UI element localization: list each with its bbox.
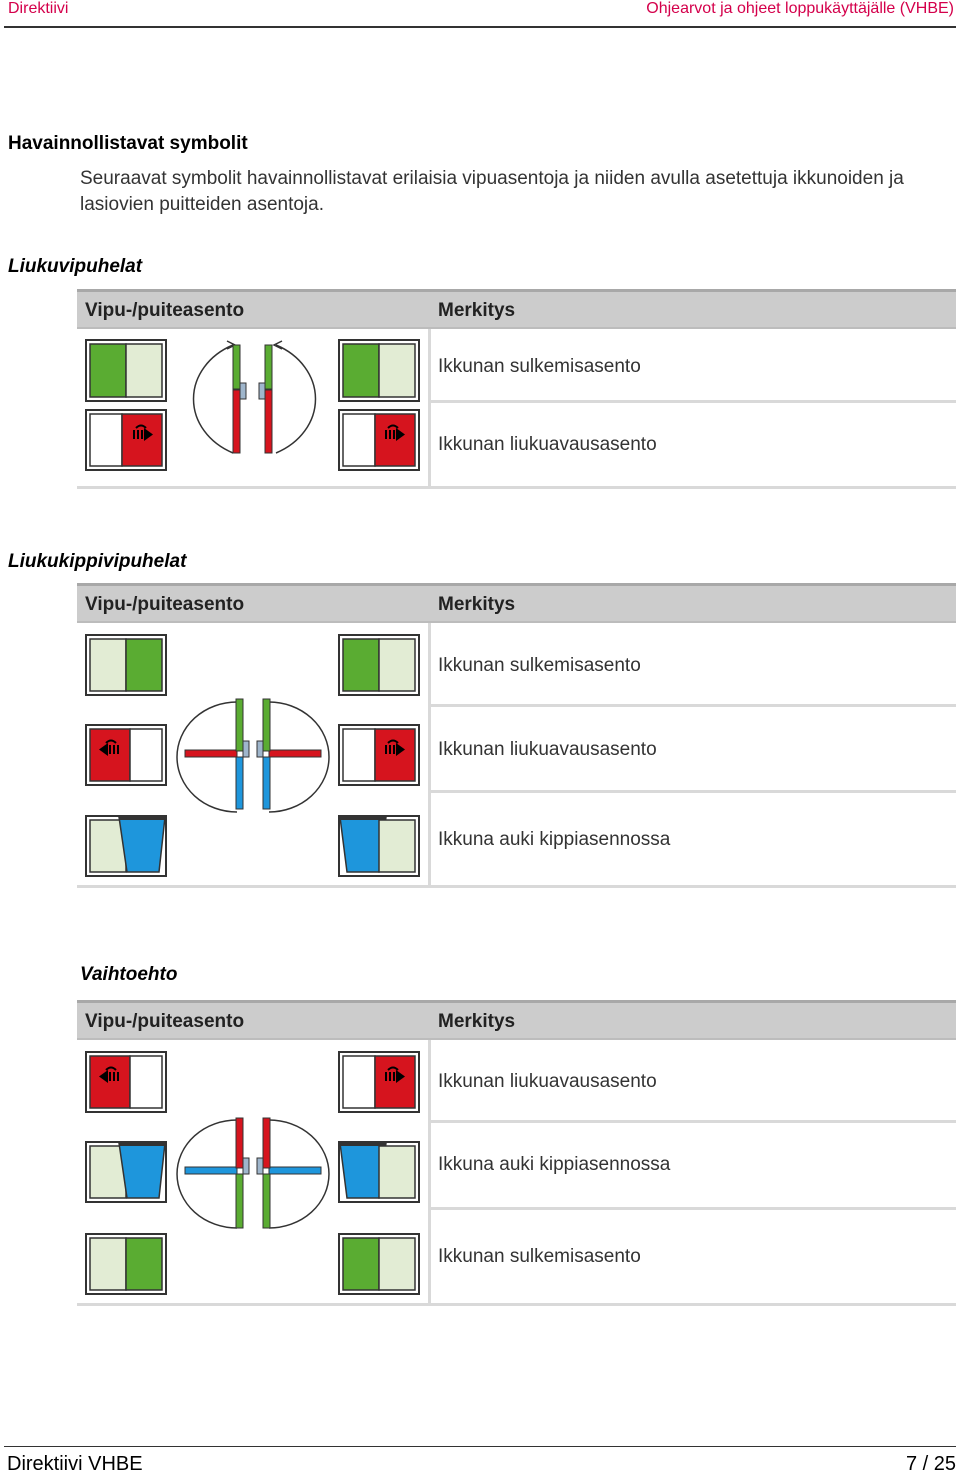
window-closed-icon [85,634,167,696]
row-divider [428,790,956,793]
row-meaning: Ikkunan liukuavausasento [438,739,657,760]
footer-divider [4,1446,956,1447]
window-sliding-icon [85,724,167,786]
section-title: Liukukippivipuhelat [8,551,187,572]
window-sliding-icon [338,1051,420,1113]
column-divider [428,329,431,487]
symbol-table: Vipu-/puiteasento Merkitys Ikkunan liuku… [77,1000,956,1308]
page-number: 7 / 25 [905,1453,956,1475]
header-divider [4,26,956,28]
col-meaning-header: Merkitys [438,300,516,321]
table-header: Vipu-/puiteasento Merkitys [77,583,956,623]
window-closed-icon [338,1233,420,1295]
row-meaning: Ikkunan liukuavausasento [438,434,657,455]
lever-rotation-icon [176,698,330,813]
row-meaning: Ikkuna auki kippiasennossa [438,1154,671,1175]
window-tilt-icon [338,815,420,877]
column-divider [428,1040,431,1305]
footer-left: Direktiivi VHBE [7,1453,143,1475]
row-divider [428,400,956,403]
col-meaning-header: Merkitys [438,1011,516,1032]
section-title: Vaihtoehto [80,964,178,985]
row-meaning: Ikkunan sulkemisasento [438,356,641,377]
table-header: Vipu-/puiteasento Merkitys [77,1000,956,1040]
window-closed-icon [85,339,167,402]
table-header: Vipu-/puiteasento Merkitys [77,289,956,329]
row-meaning: Ikkunan sulkemisasento [438,1246,641,1267]
intro-paragraph: Seuraavat symbolit havainnollistavat eri… [80,168,904,215]
window-sliding-icon [338,724,420,786]
col-position-header: Vipu-/puiteasento [85,1011,245,1032]
lever-rotation-icon [192,340,317,454]
row-meaning: Ikkunan sulkemisasento [438,655,641,676]
symbol-table: Vipu-/puiteasento Merkitys Ikkunan sulke… [77,289,956,490]
table-bottom [77,1303,956,1306]
row-meaning: Ikkuna auki kippiasennossa [438,829,671,850]
symbol-table: Vipu-/puiteasento Merkitys Ikkunan sulke… [77,583,956,889]
window-closed-icon [338,339,420,402]
col-position-header: Vipu-/puiteasento [85,594,245,615]
column-divider [428,623,431,886]
row-meaning: Ikkunan liukuavausasento [438,1071,657,1092]
header-left: Direktiivi [8,0,69,17]
lever-rotation-icon [176,1117,330,1229]
lever-illustration [77,631,428,881]
row-divider [428,1207,956,1210]
row-divider [428,1120,956,1123]
window-sliding-icon [338,409,420,471]
window-tilt-icon [85,815,167,877]
table-bottom [77,885,956,888]
window-tilt-icon [85,1141,167,1203]
row-divider [428,704,956,707]
table-bottom [77,486,956,489]
window-closed-icon [85,1233,167,1295]
section-title: Liukuvipuhelat [8,256,143,277]
header-right: Ohjearvot ja ohjeet loppukäyttäjälle (VH… [646,0,954,17]
main-heading: Havainnollistavat symbolit [8,133,248,154]
window-sliding-icon [85,409,167,471]
lever-illustration [77,1048,428,1302]
col-meaning-header: Merkitys [438,594,516,615]
col-position-header: Vipu-/puiteasento [85,300,245,321]
window-tilt-icon [338,1141,420,1203]
window-sliding-icon [85,1051,167,1113]
lever-illustration [77,335,428,475]
window-closed-icon [338,634,420,696]
